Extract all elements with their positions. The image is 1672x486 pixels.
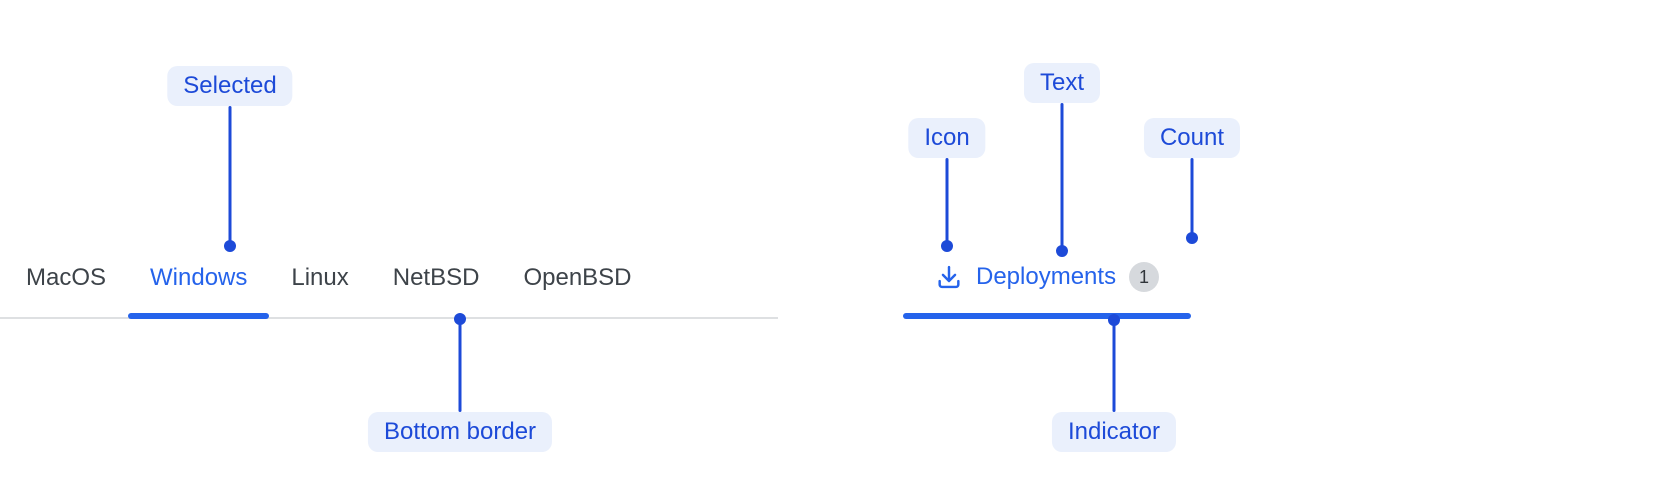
callout-bottom-border-line	[458, 320, 462, 412]
tab-linux[interactable]: Linux	[269, 253, 370, 317]
active-tab-indicator	[903, 313, 1192, 319]
callout-indicator-line	[1112, 322, 1116, 412]
tab-label: Windows	[150, 264, 248, 291]
callout-text: Text	[1023, 63, 1101, 103]
callout-selected-line	[228, 106, 232, 243]
callout-selected: Selected	[167, 66, 293, 106]
tab-netbsd[interactable]: NetBSD	[371, 253, 502, 317]
callout-count-line	[1190, 158, 1194, 235]
selected-tab-underline	[128, 313, 270, 319]
tab-openbsd[interactable]: OpenBSD	[501, 253, 653, 317]
callout-text-dot	[1056, 245, 1068, 257]
callout-selected-dot	[224, 240, 236, 252]
tab-label: NetBSD	[392, 264, 480, 291]
callout-indicator: Indicator	[1051, 412, 1177, 452]
callout-indicator-dot	[1108, 314, 1120, 326]
tab-macos[interactable]: MacOS	[4, 253, 128, 317]
os-tab-bar: MacOS Windows Linux NetBSD OpenBSD	[0, 253, 778, 319]
callout-icon-dot	[941, 240, 953, 252]
callout-bottom-border: Bottom border	[367, 412, 553, 452]
tab-label: OpenBSD	[523, 264, 632, 291]
tab-label: Deployments	[976, 263, 1117, 290]
tab-label: Linux	[291, 264, 349, 291]
tab-windows[interactable]: Windows	[128, 253, 270, 319]
callout-icon: Icon	[908, 118, 986, 158]
callout-count-dot	[1186, 232, 1198, 244]
callout-icon-line	[945, 158, 949, 243]
tab-deployments[interactable]: Deployments 1	[903, 251, 1192, 319]
callout-text-line	[1060, 103, 1064, 248]
tab-label: MacOS	[26, 264, 107, 291]
callout-bottom-border-dot	[454, 313, 466, 325]
download-icon	[938, 265, 960, 289]
callout-count: Count	[1143, 118, 1241, 158]
count-badge: 1	[1129, 262, 1160, 292]
